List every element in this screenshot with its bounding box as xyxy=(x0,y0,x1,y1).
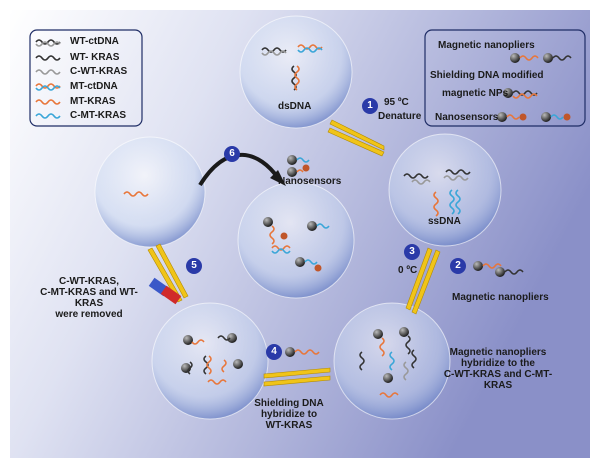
legend-magnetic-nanopliers: Magnetic nanopliers xyxy=(438,40,535,51)
dsdna-strands xyxy=(261,44,323,91)
ssdna-strands xyxy=(403,169,471,217)
bubble-after-removal xyxy=(94,136,206,248)
legend-shielding-line1: Shielding DNA modified xyxy=(430,70,544,81)
hybridized-bubble-contents xyxy=(359,327,417,398)
tweezer-icon-3 xyxy=(405,247,441,315)
mt-kras-strand xyxy=(123,191,149,197)
step-3-text: 0 ºC xyxy=(398,265,418,276)
legend-mt-ctdna: MT-ctDNA xyxy=(70,81,118,92)
arrow-head xyxy=(270,170,286,186)
step-5-line3: were removed xyxy=(55,309,123,320)
hybridize-note: Magnetic nanopliers hybridize to the C-W… xyxy=(430,347,566,391)
hybridize-line2: hybridize to the xyxy=(461,358,535,369)
tweezer-icon-5 xyxy=(147,243,189,303)
legend-left-box xyxy=(29,29,143,127)
tweezer-icon-1 xyxy=(327,119,385,157)
magnet-icon xyxy=(148,277,182,305)
legend-nanosensor-icons xyxy=(497,112,571,122)
bubble-nanopliers-hybridized xyxy=(333,302,451,420)
step4-shielding-icon xyxy=(285,347,320,357)
step-5-badge: 5 xyxy=(186,258,202,274)
step-6-badge: 6 xyxy=(224,146,240,162)
legend-shielding-icon xyxy=(503,88,538,99)
dsdna-label: dsDNA xyxy=(278,101,312,112)
legend-strand-icons xyxy=(35,39,61,119)
legend-wt-kras: WT- KRAS xyxy=(70,52,120,63)
step-5-text: C-WT-KRAS, C-MT-KRAS and WT-KRAS were re… xyxy=(28,276,150,320)
step-4-text: Shielding DNA hybridize to WT-KRAS xyxy=(246,398,332,431)
legend-c-wt-kras: C-WT-KRAS xyxy=(70,66,128,77)
bubble-ssdna xyxy=(388,133,502,247)
step-4-line2: hybridize to xyxy=(260,409,318,420)
legend-mt-kras: MT-KRAS xyxy=(70,96,116,107)
step-4-badge: 4 xyxy=(266,344,282,360)
step-3-badge: 3 xyxy=(404,244,420,260)
step-5-line1: C-WT-KRAS, xyxy=(59,276,119,287)
legend-wt-ctdna: WT-ctDNA xyxy=(70,36,119,47)
step-2-text: Magnetic nanopliers xyxy=(452,292,549,303)
legend-nanosensors: Nanosensors xyxy=(435,112,499,123)
step-4-line3: WT-KRAS xyxy=(265,420,313,431)
step-2-badge: 2 xyxy=(450,258,466,274)
detection-bubble-contents xyxy=(263,217,330,272)
step-1-temp: 95 ºC xyxy=(384,97,409,108)
hybridize-line1: Magnetic nanopliers xyxy=(449,347,547,358)
step-4-line1: Shielding DNA xyxy=(254,398,324,409)
legend-nanoplier-icons xyxy=(510,53,572,63)
step-1-text: Denature xyxy=(378,111,422,122)
legend-c-mt-kras: C-MT-KRAS xyxy=(70,110,127,121)
shielding-bubble-contents xyxy=(181,333,243,385)
step-5-line2: C-MT-KRAS and WT-KRAS xyxy=(40,287,138,309)
step-6-text: Nanosensors xyxy=(278,176,342,187)
tweezer-icon-4 xyxy=(263,367,331,387)
legend-right-box xyxy=(424,29,586,127)
step2-nanoplier-icons xyxy=(473,261,524,277)
hybridize-line3: C-WT-KRAS and C-MT-KRAS xyxy=(443,369,553,391)
curved-arrow xyxy=(198,152,280,187)
step6-nanosensor-icons xyxy=(287,155,310,177)
bubble-detection xyxy=(237,181,355,299)
step-1-badge: 1 xyxy=(362,98,378,114)
legend-shielding-line2: magnetic NPs xyxy=(442,88,509,99)
ssdna-label: ssDNA xyxy=(428,216,461,227)
